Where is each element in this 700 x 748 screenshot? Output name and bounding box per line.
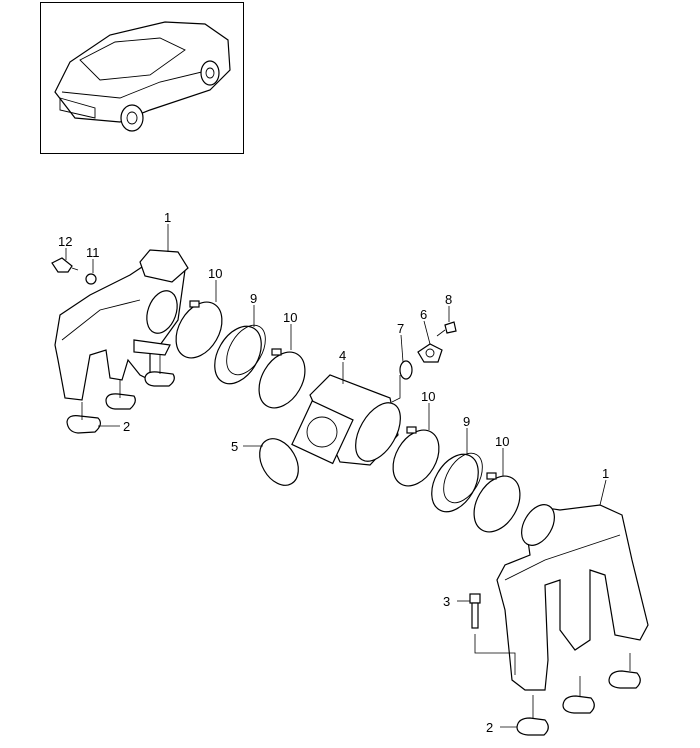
leader-lines	[65, 224, 607, 728]
o-ring-7	[399, 360, 413, 380]
plug-11	[85, 273, 97, 285]
leader-bolt-3	[474, 634, 516, 675]
sensor-12	[51, 257, 79, 273]
callout-5: 5	[231, 439, 238, 454]
vehicle-thumbnail	[40, 2, 244, 154]
sleeve-9b	[431, 452, 483, 513]
callout-11: 11	[86, 245, 100, 260]
callout-2: 2	[123, 419, 130, 434]
gaskets-left	[66, 355, 175, 434]
callout-6: 6	[420, 307, 427, 322]
gaskets-right	[516, 653, 641, 736]
callout-10: 10	[495, 434, 509, 449]
intake-manifold-left	[54, 249, 189, 401]
callout-9: 9	[250, 291, 257, 306]
callout-10: 10	[208, 266, 222, 281]
callout-12: 12	[58, 234, 72, 249]
o-ring-5	[259, 438, 299, 486]
callout-7: 7	[397, 321, 404, 336]
sensor-6	[417, 343, 443, 363]
callout-4: 4	[339, 348, 346, 363]
clamp-10a	[175, 300, 223, 359]
callout-10: 10	[283, 310, 297, 325]
callout-2: 2	[486, 720, 493, 735]
sleeve-9a	[214, 324, 266, 385]
throttle-body-4	[291, 374, 401, 466]
callout-10: 10	[421, 389, 435, 404]
clamp-10c	[392, 426, 440, 487]
bolt-3	[469, 593, 481, 629]
callout-8: 8	[445, 292, 452, 307]
callout-3: 3	[443, 594, 450, 609]
callout-1: 1	[164, 210, 171, 225]
bolt-8	[436, 321, 457, 337]
clamp-10d	[473, 472, 521, 533]
clamp-10b	[258, 348, 306, 409]
intake-manifold-right	[496, 504, 649, 691]
callout-1: 1	[602, 466, 609, 481]
callout-9: 9	[463, 414, 470, 429]
